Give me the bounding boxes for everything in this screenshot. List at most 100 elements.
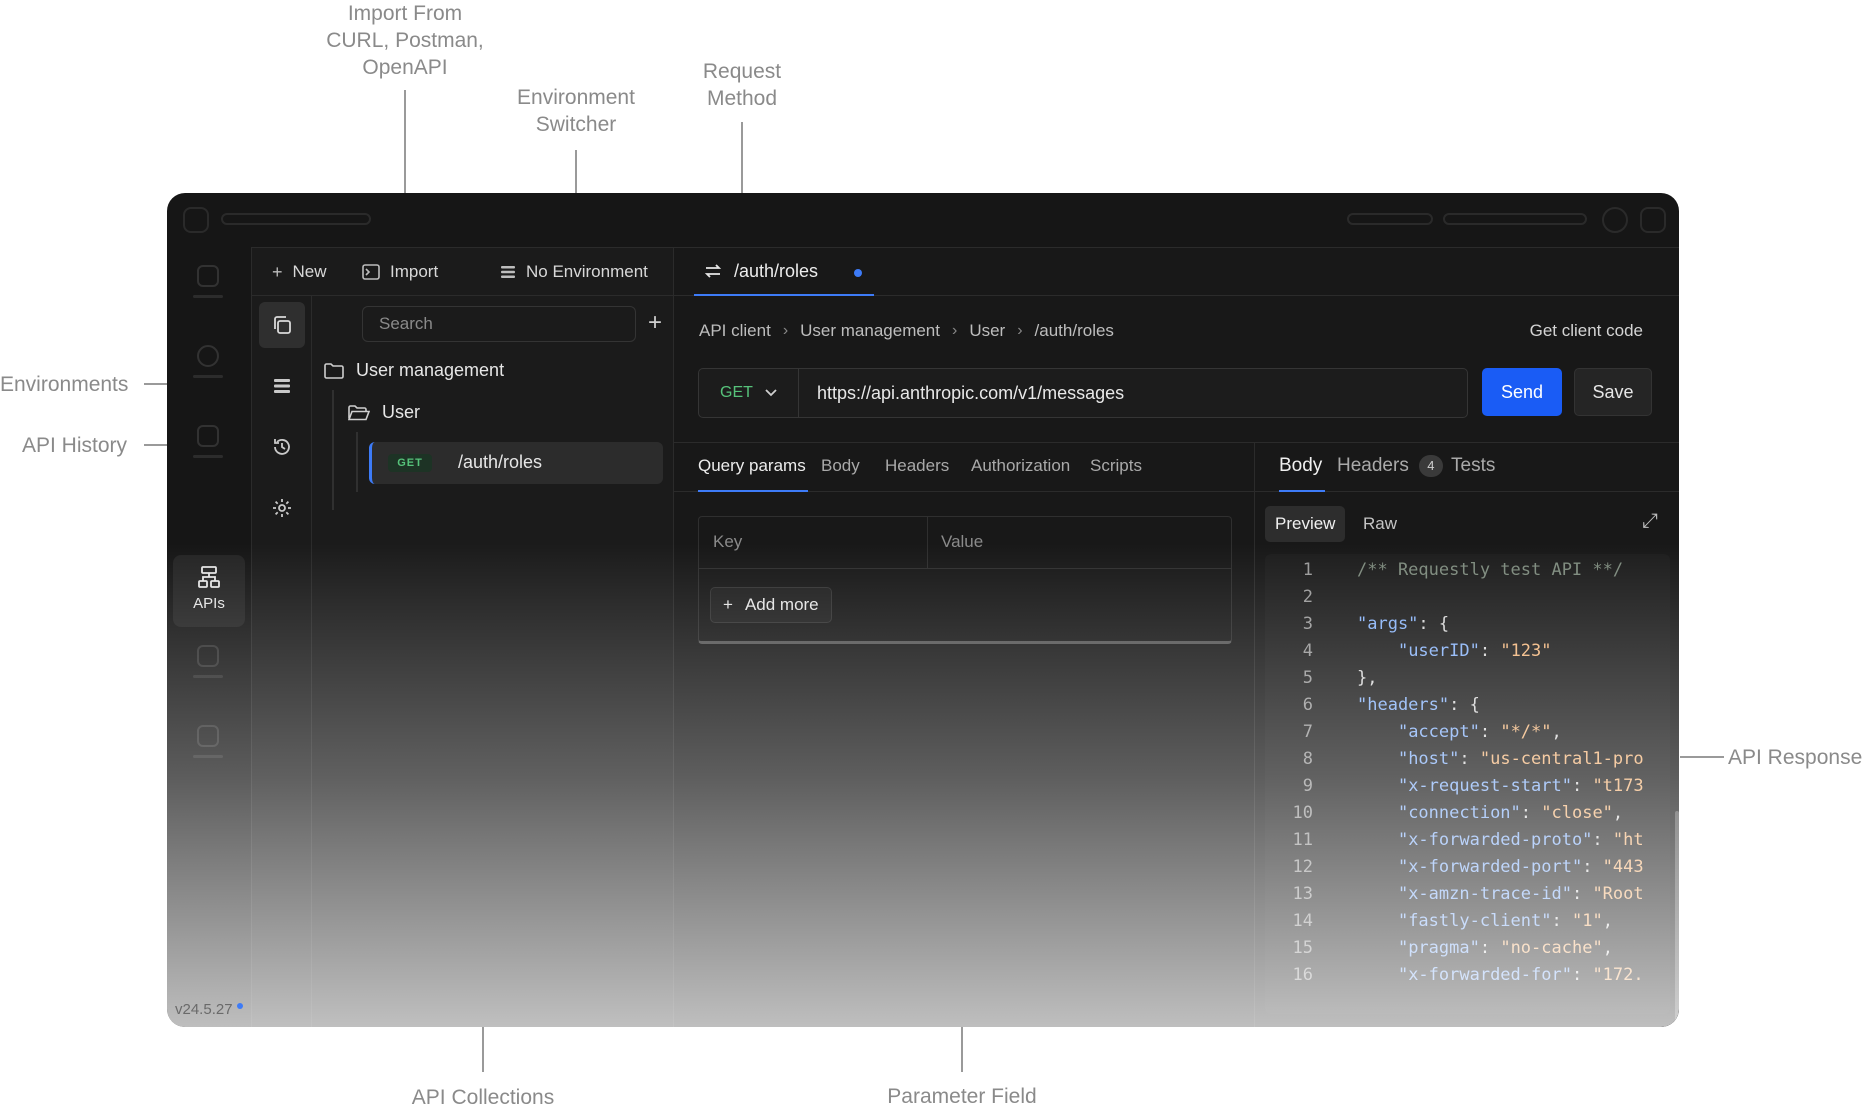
response-tab-headers-label: Headers [1337,455,1409,476]
copy-icon [274,316,291,334]
folder-icon [324,362,344,379]
raw-toggle[interactable]: Raw [1363,514,1398,533]
code-line: 5}, [1265,668,1670,695]
settings-tab[interactable] [259,485,305,531]
annotation-import-line [404,90,406,248]
url-bar: GET [698,368,1468,418]
search-input[interactable] [362,306,636,342]
expand-icon[interactable]: ⤢ [1642,510,1658,532]
screen-icon[interactable] [192,425,224,473]
method-select[interactable]: GET [699,369,799,417]
annotation-api-history: API History [22,434,128,457]
line-content: "connection": "close", [1397,803,1624,823]
home-icon[interactable] [192,265,224,313]
response-tab-tests[interactable]: Tests [1451,455,1495,477]
annotation-api-response: API Response [1728,746,1863,769]
line-content: "pragma": "no-cache", [1397,938,1613,958]
annotation-environment-switcher: Environment Switcher [517,86,635,136]
chevron-right-icon: › [1017,322,1023,339]
collections-tab[interactable] [259,302,305,348]
line-content: "fastly-client": "1", [1397,911,1613,931]
code-line: 16 "x-forwarded-for": "172. [1265,965,1670,992]
new-label: New [292,262,327,281]
annotation-parameter-field: Parameter Field [887,1085,1037,1108]
window-control[interactable] [1640,207,1666,233]
breadcrumb-item[interactable]: API client [699,321,771,340]
app-rail: APIs [167,245,249,1027]
window-control[interactable] [1602,207,1628,233]
tab-authorization[interactable]: Authorization [971,456,1071,475]
globe-icon[interactable] [192,345,224,393]
environment-switcher[interactable]: No Environment [500,260,648,284]
breadcrumb: API client › User management › User › /a… [699,321,1114,341]
tab-auth-roles[interactable]: /auth/roles [694,248,874,296]
line-number: 5 [1302,668,1313,688]
response-tab-body-label: Body [1279,455,1323,476]
line-number: 3 [1302,614,1313,634]
line-content: "host": "us-central1-pro [1397,749,1644,769]
save-button[interactable]: Save [1574,368,1652,416]
line-number: 10 [1292,803,1313,823]
headers-count-badge: 4 [1418,455,1443,477]
chevron-down-icon [765,389,777,397]
environments-tab[interactable] [259,363,305,409]
code-line: 14 "fastly-client": "1", [1265,911,1670,938]
plus-icon: + [272,261,283,282]
tab-scripts[interactable]: Scripts [1090,456,1142,475]
code-line: 3"args": { [1265,614,1670,641]
response-scrollbar[interactable] [1675,811,1679,1027]
breadcrumb-item[interactable]: User [969,321,1006,340]
request-item[interactable]: GET /auth/roles [369,442,663,484]
report-icon[interactable] [192,725,224,773]
line-content: "x-forwarded-port": "443 [1397,857,1644,877]
annotation-api-collections: API Collections [411,1086,555,1109]
titlebar-placeholder [221,213,371,225]
document-icon[interactable] [192,645,224,693]
response-tab-headers[interactable]: Headers 4 [1337,455,1443,477]
breadcrumb-item[interactable]: User management [800,321,940,340]
add-more-label: Add more [744,595,819,614]
window-control[interactable] [183,207,209,233]
terminal-icon [362,264,380,280]
line-content: /** Requestly test API **/ [1357,560,1624,580]
annotation-request-method: Request Method [702,60,782,110]
code-line: 1/** Requestly test API **/ [1265,560,1670,587]
send-button[interactable]: Send [1482,368,1562,416]
preview-toggle[interactable]: Preview [1265,506,1346,542]
rail-item-apis[interactable]: APIs [173,555,245,627]
annotation-collections-line [482,1000,484,1072]
line-number: 11 [1292,830,1313,850]
line-content: "x-forwarded-proto": "ht [1397,830,1644,850]
tab-body[interactable]: Body [821,456,860,475]
api-sitemap-icon [198,566,220,588]
tab-query-params[interactable]: Query params [698,456,806,475]
annotation-response-line [1680,756,1724,758]
unsaved-indicator [854,269,862,277]
folder-user-management[interactable]: User management [324,360,504,381]
layers-icon [501,266,515,278]
tab-headers[interactable]: Headers [885,456,950,475]
annotation-import: Import From CURL, Postman, OpenAPI [326,2,484,79]
add-more-button[interactable]: + Add more [710,587,832,623]
collections-sidebar: + New Import No Environment [251,247,673,1027]
add-collection-button[interactable]: + [648,309,663,336]
code-line: 6"headers": { [1265,695,1670,722]
folder-user[interactable]: User [348,402,420,423]
breadcrumb-item[interactable]: /auth/roles [1034,321,1114,340]
sidebar-toolbar: + New Import No Environment [252,248,673,296]
value-column-header: Value [941,532,984,551]
line-content: "x-amzn-trace-id": "Root [1397,884,1644,904]
history-tab[interactable] [259,424,305,470]
response-tab-body[interactable]: Body [1279,455,1322,477]
code-line: 8 "host": "us-central1-pro [1265,749,1670,776]
titlebar-placeholder [1347,213,1433,225]
annotation-environments: Environments [0,373,129,396]
response-tabs: Body Headers 4 Tests [1255,442,1679,492]
subfolder-label: User [382,402,421,422]
new-button[interactable]: + New [272,260,327,284]
get-client-code-link[interactable]: Get client code [1529,321,1643,340]
tree-guide [356,432,358,492]
active-tab-indicator [1279,490,1325,492]
url-input[interactable] [799,369,1467,417]
import-button[interactable]: Import [362,260,438,284]
